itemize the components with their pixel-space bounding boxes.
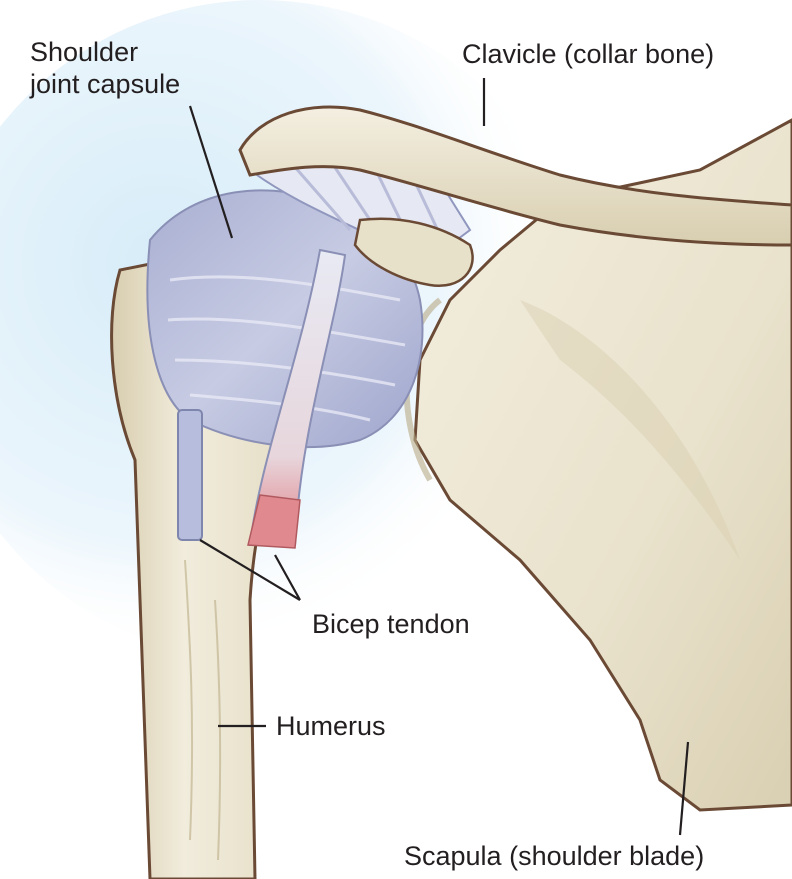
bicep-tendon-label: Bicep tendon — [312, 608, 470, 640]
capsule-label-line2: joint capsule — [30, 68, 270, 100]
capsule-label: Shoulder joint capsule — [30, 36, 270, 100]
scapula-label: Scapula (shoulder blade) — [404, 840, 704, 872]
humerus-label: Humerus — [276, 710, 386, 742]
tendon-sheath — [178, 410, 202, 540]
capsule-label-line1: Shoulder — [30, 36, 270, 68]
clavicle-label: Clavicle (collar bone) — [462, 38, 714, 70]
